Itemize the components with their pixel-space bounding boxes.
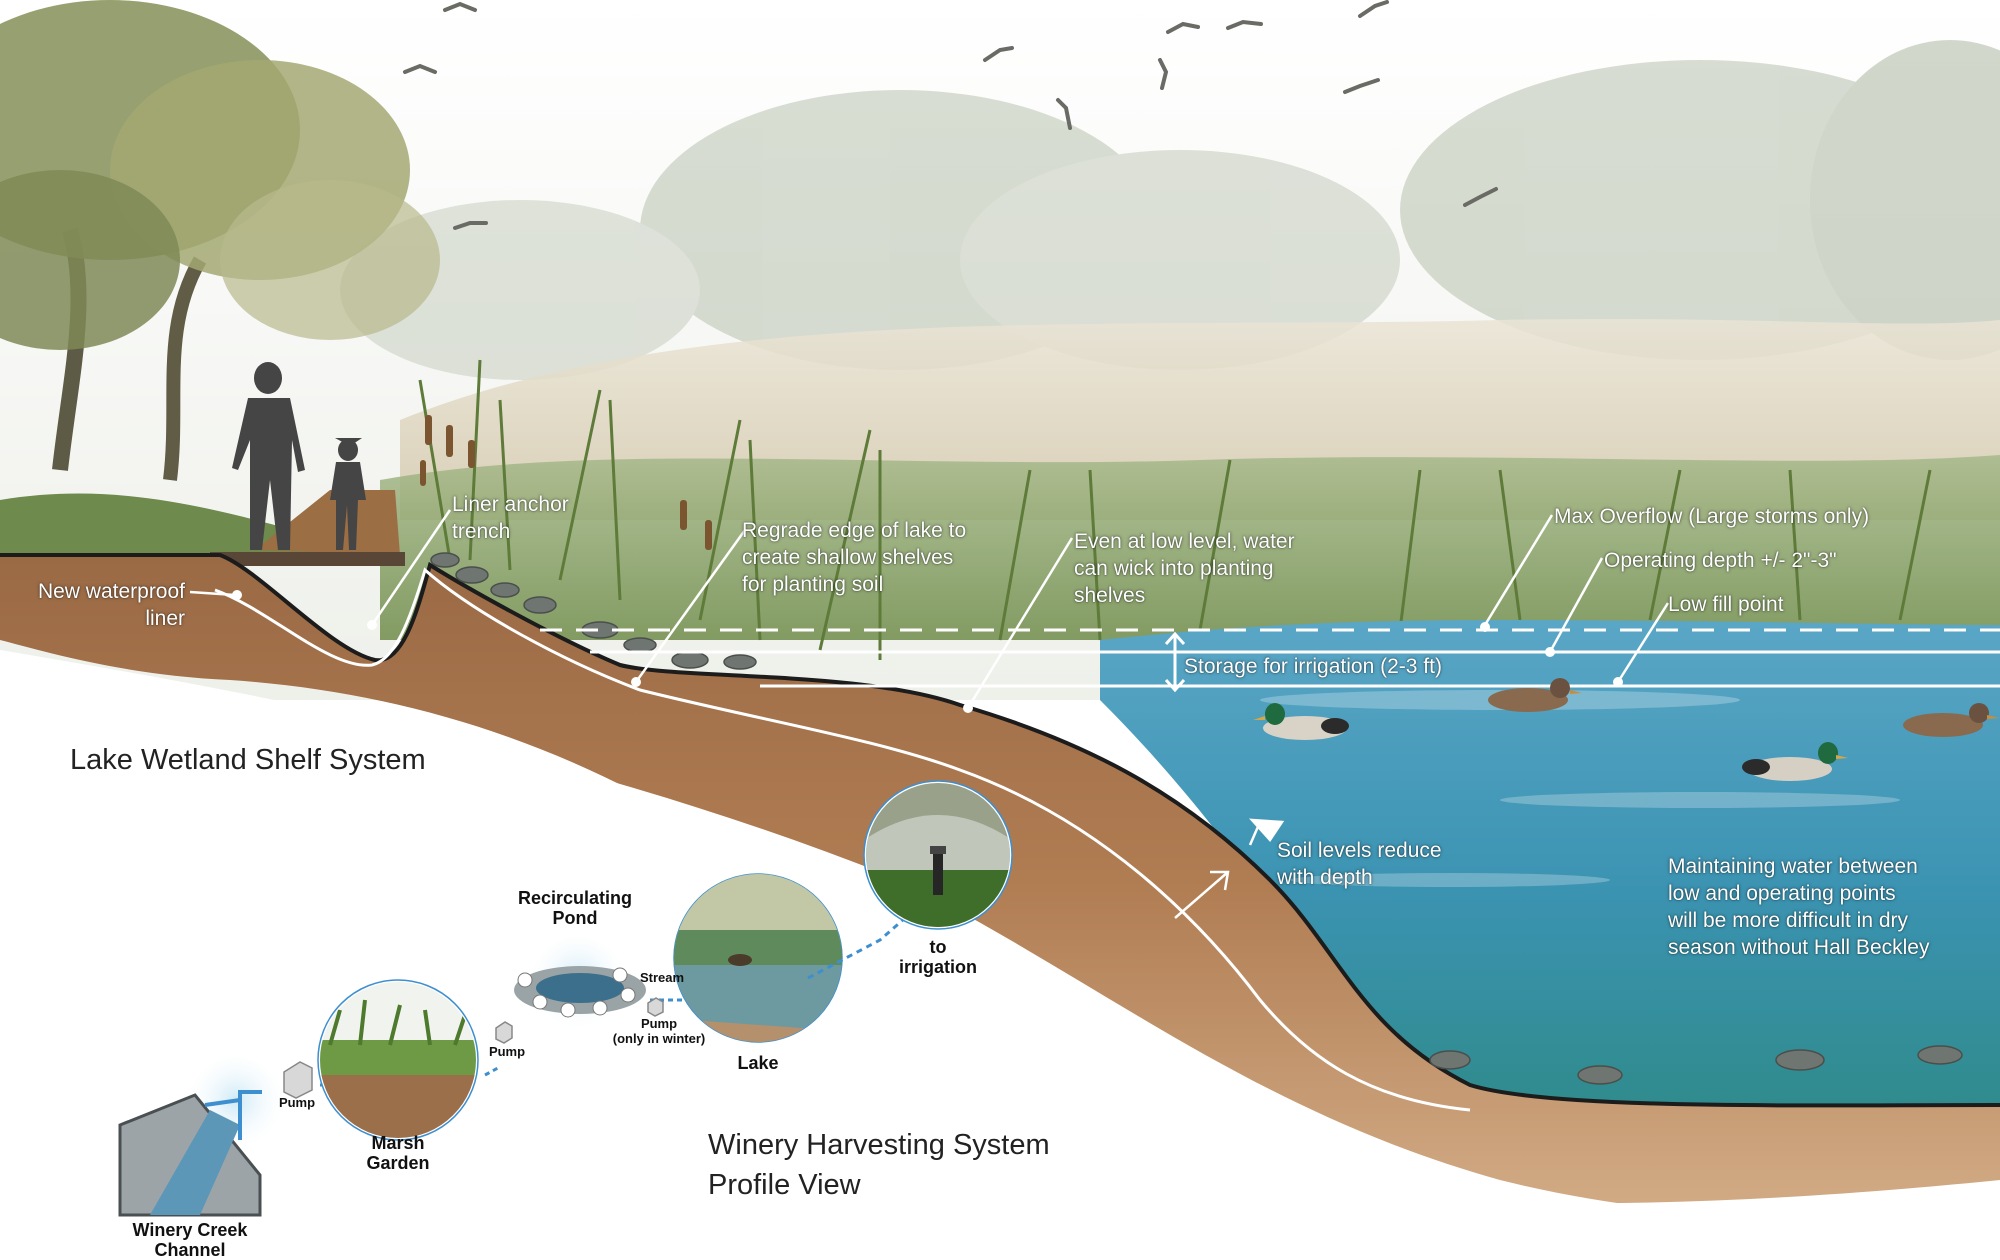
label-stream: Stream bbox=[639, 970, 685, 985]
label-line: can wick into planting bbox=[1074, 557, 1274, 580]
white-fade-area bbox=[0, 650, 2000, 1260]
label-pump-2: Pump bbox=[488, 1044, 526, 1059]
label-line: shelves bbox=[1074, 584, 1146, 607]
storage-arrow bbox=[1164, 631, 1186, 693]
ducks bbox=[1253, 678, 1999, 781]
pump-box-1 bbox=[283, 1061, 313, 1099]
label-line: Garden bbox=[366, 1153, 430, 1173]
label-line: Winery Creek bbox=[132, 1220, 248, 1240]
grade-line bbox=[0, 553, 2000, 1108]
label-line: (only in winter) bbox=[612, 1031, 706, 1046]
pond-bubble bbox=[514, 937, 646, 1033]
label-anchor-trench: Liner anchor trench bbox=[452, 491, 569, 545]
label-line: Soil levels reduce bbox=[1277, 839, 1442, 862]
label-line: New waterproof bbox=[37, 580, 185, 603]
title-line: Profile View bbox=[708, 1169, 861, 1201]
label-line: for planting soil bbox=[742, 573, 884, 596]
sprinkler-bubble bbox=[863, 780, 1013, 930]
wetland-grasses bbox=[380, 455, 2000, 640]
pump-box-2 bbox=[495, 1021, 513, 1044]
leader-lines bbox=[189, 509, 1670, 919]
pipe-1 bbox=[238, 1090, 262, 1140]
label-line: season without Hall Beckley bbox=[1668, 936, 1930, 959]
path-edge-planting bbox=[0, 493, 330, 560]
label-line: Regrade edge of lake to bbox=[742, 519, 967, 542]
pipe-2 bbox=[484, 1066, 499, 1077]
label-max-overflow: Max Overflow (Large storms only) bbox=[1554, 505, 1870, 528]
label-marsh-garden: Marsh Garden bbox=[348, 1133, 448, 1173]
label-pump-winter: Pump (only in winter) bbox=[604, 1016, 714, 1046]
waterproof-liner-line bbox=[214, 567, 1471, 1112]
label-line: low and operating points bbox=[1668, 882, 1896, 905]
label-line: trench bbox=[452, 520, 511, 543]
label-irrigation: to irrigation bbox=[880, 937, 996, 977]
label-recirculating-pond: Recirculating Pond bbox=[505, 888, 645, 928]
pump-box-3 bbox=[647, 997, 664, 1017]
label-line: Channel bbox=[154, 1240, 226, 1260]
label-soil-levels: Soil levels reduce with depth bbox=[1277, 837, 1442, 891]
label-pump-1: Pump bbox=[278, 1095, 316, 1110]
label-line: Pond bbox=[552, 908, 598, 928]
label-line: Even at low level, water bbox=[1074, 530, 1295, 553]
flying-birds bbox=[403, 0, 1498, 230]
boardwalk bbox=[210, 490, 405, 566]
label-maintaining: Maintaining water between low and operat… bbox=[1668, 853, 1929, 961]
lake-bubble bbox=[673, 873, 843, 1043]
label-line: create shallow shelves bbox=[742, 546, 954, 569]
channel-graphic bbox=[118, 1057, 284, 1217]
lake-water bbox=[1100, 620, 2000, 1110]
left-trees bbox=[0, 0, 440, 481]
label-line: irrigation bbox=[898, 957, 977, 977]
label-new-liner: New waterproof liner bbox=[20, 578, 185, 632]
label-line: will be more difficult in dry bbox=[1668, 909, 1909, 932]
label-storage: Storage for irrigation (2-3 ft) bbox=[1184, 655, 1442, 678]
label-lake: Lake bbox=[737, 1053, 779, 1073]
label-channel: Winery Creek Channel bbox=[110, 1220, 270, 1260]
section-title: Lake Wetland Shelf System bbox=[70, 744, 426, 776]
label-low-fill: Low fill point bbox=[1668, 593, 1784, 616]
title-line: Winery Harvesting System bbox=[708, 1129, 1050, 1161]
label-line: Marsh bbox=[371, 1133, 425, 1153]
label-line: with depth bbox=[1277, 866, 1373, 889]
label-wick: Even at low level, water can wick into p… bbox=[1074, 528, 1295, 609]
label-line: Recirculating bbox=[517, 888, 633, 908]
system-title: Winery Harvesting System Profile View bbox=[708, 1125, 1050, 1205]
people-silhouette bbox=[232, 362, 366, 550]
label-line: Maintaining water between bbox=[1668, 855, 1918, 878]
label-line: to bbox=[929, 937, 947, 957]
irrigation-pipe bbox=[807, 903, 921, 980]
leader-dots bbox=[232, 590, 1623, 713]
label-line: liner bbox=[145, 607, 185, 630]
label-operating-depth: Operating depth +/- 2"-3" bbox=[1604, 549, 1837, 572]
label-line: Pump bbox=[640, 1016, 678, 1031]
cattails bbox=[420, 415, 712, 550]
edge-rocks bbox=[430, 552, 1963, 1085]
label-regrade: Regrade edge of lake to create shallow s… bbox=[742, 517, 966, 598]
label-line: Liner anchor bbox=[452, 493, 569, 516]
